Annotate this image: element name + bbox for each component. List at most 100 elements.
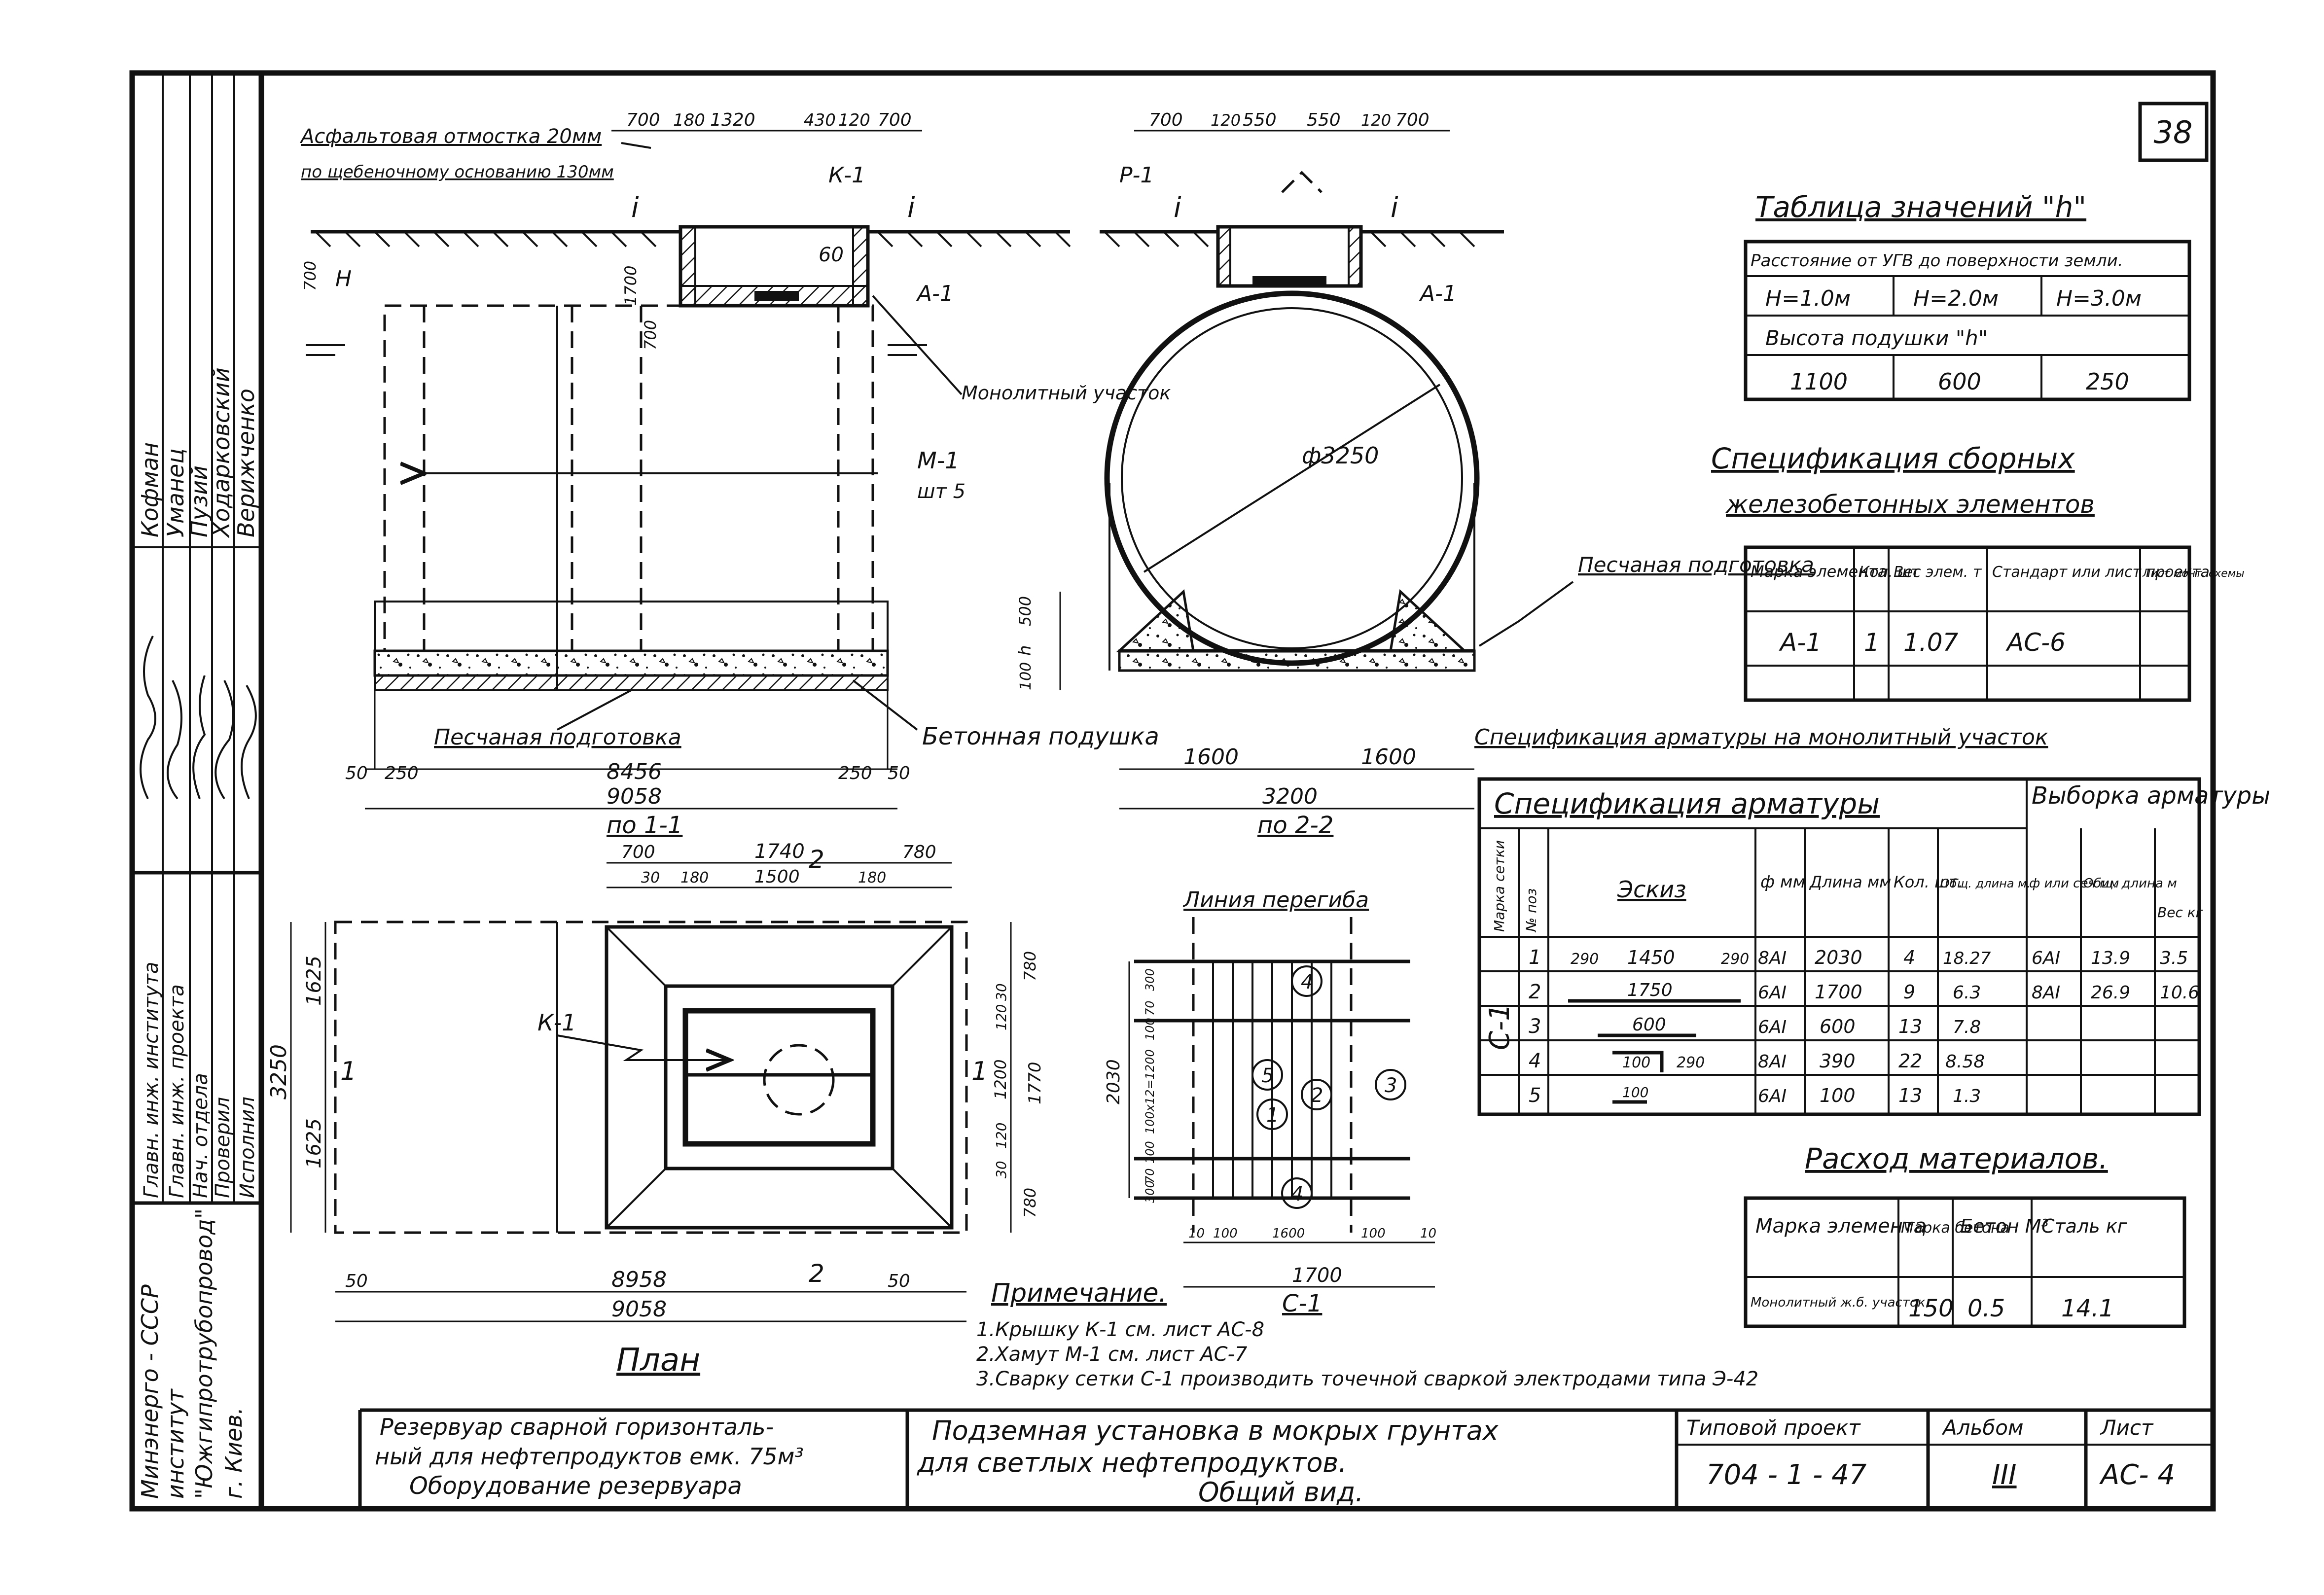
- h-table-subheader: Высота подушки "h": [1765, 326, 1988, 350]
- label-i-left: i: [631, 192, 639, 224]
- svg-text:Минэнерго - СССР: Минэнерго - СССР: [137, 1284, 163, 1499]
- stamp-roles: Главн. инж. института Главн. инж. проект…: [140, 962, 259, 1198]
- svg-text:г. Киев.: г. Киев.: [220, 1407, 247, 1499]
- stamp-role-2: Главн. инж. проекта: [166, 984, 188, 1198]
- svg-text:4: 4: [1903, 947, 1915, 968]
- svg-text:6АI: 6АI: [1758, 1017, 1787, 1037]
- mesh-bars: [1212, 961, 1332, 1198]
- stamp-role-3: Нач. отдела: [189, 1073, 212, 1198]
- dim-top-4: 430: [804, 110, 836, 130]
- svg-text:3: 3: [1385, 1074, 1397, 1097]
- spec-rebar-title: Спецификация арматуры: [1494, 787, 1880, 820]
- spec-rebar: Спецификация арматуры на монолитный учас…: [1474, 725, 2270, 1116]
- svg-text:Вес элем. т: Вес элем. т: [1894, 564, 1982, 581]
- svg-text:Общ. длина м.: Общ. длина м.: [1940, 877, 2031, 890]
- title-left-1: Резервуар сварной горизонталь-: [380, 1414, 774, 1440]
- dim-bottom-5: 50: [888, 763, 910, 783]
- svg-text:Сталь кг: Сталь кг: [2041, 1215, 2128, 1237]
- svg-text:4: 4: [1301, 971, 1313, 993]
- svg-text:150: 150: [1908, 1295, 1954, 1322]
- stamp-name-3: Пузий: [186, 465, 213, 537]
- svg-text:1700: 1700: [1815, 981, 1862, 1003]
- project-number: 704 - 1 - 47: [1706, 1459, 1867, 1491]
- section-1-1: Асфальтовая отмостка 20мм по щебеночному…: [299, 110, 1171, 839]
- mesh-c1: Линия перегиба 4 5 1 2 3 4 2030 300 70 1…: [1104, 887, 1436, 1317]
- label-h: H: [335, 266, 352, 291]
- stamp-role-1: Главн. инж. института: [140, 962, 163, 1198]
- spec-selection-title: Выборка арматуры: [2032, 782, 2270, 810]
- svg-text:Н=3.0м: Н=3.0м: [2056, 286, 2142, 311]
- svg-text:Длина мм: Длина мм: [1809, 873, 1891, 891]
- organization-name: Минэнерго - СССР институт "Южгипротрубоп…: [137, 1208, 247, 1499]
- svg-text:13: 13: [1898, 1016, 1922, 1037]
- dim-top-5: 120: [838, 110, 870, 130]
- svg-text:6АI: 6АI: [1758, 983, 1787, 1003]
- sheet-number: 38: [2154, 114, 2193, 150]
- spec-prefab: Спецификация сборных железобетонных элем…: [1711, 442, 2245, 702]
- svg-text:3.5: 3.5: [2160, 948, 2188, 968]
- svg-text:13: 13: [1898, 1085, 1922, 1106]
- plan-section-2-top: 2: [809, 845, 824, 874]
- rebar-row-4: 4 100 290 8АI 390 22 8.58: [1529, 1050, 1985, 1072]
- svg-text:780: 780: [1021, 951, 1039, 981]
- label-700-neck: 700: [641, 320, 660, 350]
- svg-text:50: 50: [345, 1271, 368, 1291]
- svg-text:Лист монт. схемы: Лист монт. схемы: [2142, 567, 2245, 580]
- svg-text:Эскиз: Эскиз: [1617, 876, 1686, 903]
- rebar-row-1: 1 290 1450 290 8АI 2030 4 18.27 6АI 13.9…: [1529, 946, 2188, 969]
- svg-text:14.1: 14.1: [2061, 1295, 2114, 1322]
- svg-text:100: 100: [1143, 1018, 1157, 1040]
- ground-hatch-left: [315, 231, 657, 248]
- svg-text:300: 300: [1143, 1180, 1157, 1203]
- rebar-row-5: 5 100 6АI 100 13 1.3: [1529, 1084, 1981, 1107]
- svg-text:ф или сеч мм: ф или сеч мм: [2029, 876, 2119, 891]
- title-center-2: для светлых нефтепродуктов.: [917, 1447, 1347, 1478]
- svg-text:1600: 1600: [1272, 1226, 1305, 1241]
- label-a1-2: А-1: [1419, 281, 1457, 306]
- dim-bottom-3: 8456: [607, 759, 662, 784]
- dim-bottom-1: 50: [345, 763, 368, 783]
- svg-text:5: 5: [1261, 1064, 1274, 1087]
- mesh-callouts: 4 5 1 2 3 4: [1251, 965, 1406, 1209]
- dim-top-1: 700: [626, 110, 660, 130]
- svg-text:180: 180: [858, 869, 886, 886]
- sheet-number-box: 38: [2138, 102, 2209, 162]
- svg-text:9: 9: [1903, 981, 1915, 1003]
- svg-text:8.58: 8.58: [1945, 1052, 1985, 1072]
- dim-top-2: 180: [673, 110, 705, 130]
- svg-text:390: 390: [1820, 1050, 1856, 1072]
- svg-text:А-1: А-1: [1779, 628, 1822, 657]
- svg-text:1750: 1750: [1627, 980, 1673, 1000]
- svg-text:70: 70: [1143, 1168, 1157, 1183]
- svg-text:Н=2.0м: Н=2.0м: [1913, 286, 1999, 311]
- title-center-1: Подземная установка в мокрых грунтах: [932, 1415, 1499, 1446]
- sand-label-2-line1: Песчаная подготовка: [1578, 553, 1814, 577]
- svg-text:100: 100: [1622, 1084, 1648, 1100]
- plan-view: К-1 2 2 1 1 700 1740 780 30 180 1500 180…: [266, 840, 1045, 1379]
- svg-text:780: 780: [902, 842, 936, 862]
- svg-text:700: 700: [1395, 110, 1430, 130]
- h-table: Таблица значений "h" Расстояние от УГВ д…: [1744, 190, 2191, 401]
- svg-text:1600: 1600: [1361, 744, 1416, 770]
- svg-text:№ поз: № поз: [1523, 888, 1539, 933]
- svg-text:500: 500: [1016, 596, 1035, 626]
- svg-text:70: 70: [1143, 1000, 1157, 1016]
- label-700-left: 700: [301, 261, 320, 291]
- svg-text:100: 100: [1213, 1226, 1238, 1241]
- svg-text:120: 120: [993, 1123, 1009, 1149]
- svg-text:10: 10: [1188, 1226, 1205, 1241]
- stamp-name-1: Кофман: [137, 442, 163, 537]
- concrete-pad-label: Бетонная подушка: [922, 723, 1159, 750]
- svg-text:Стандарт или лист проекта: Стандарт или лист проекта: [1992, 564, 2210, 581]
- materials-title: Расход материалов.: [1805, 1142, 2108, 1175]
- svg-text:ф мм: ф мм: [1760, 872, 1805, 892]
- section-2-title: по 2-2: [1257, 812, 1333, 839]
- rebar-row-3: 3 600 6АI 600 13 7.8: [1529, 1015, 1981, 1038]
- title-block: Резервуар сварной горизонталь- ный для н…: [358, 1408, 2213, 1509]
- label-i-2-left: i: [1174, 192, 1181, 224]
- svg-text:100: 100: [1017, 662, 1035, 690]
- svg-text:30: 30: [993, 983, 1009, 1001]
- svg-text:Марка бетона: Марка бетона: [1901, 1219, 2009, 1237]
- svg-text:Марка элемента: Марка элемента: [1751, 562, 1887, 581]
- sheet-label: Лист: [2100, 1416, 2154, 1440]
